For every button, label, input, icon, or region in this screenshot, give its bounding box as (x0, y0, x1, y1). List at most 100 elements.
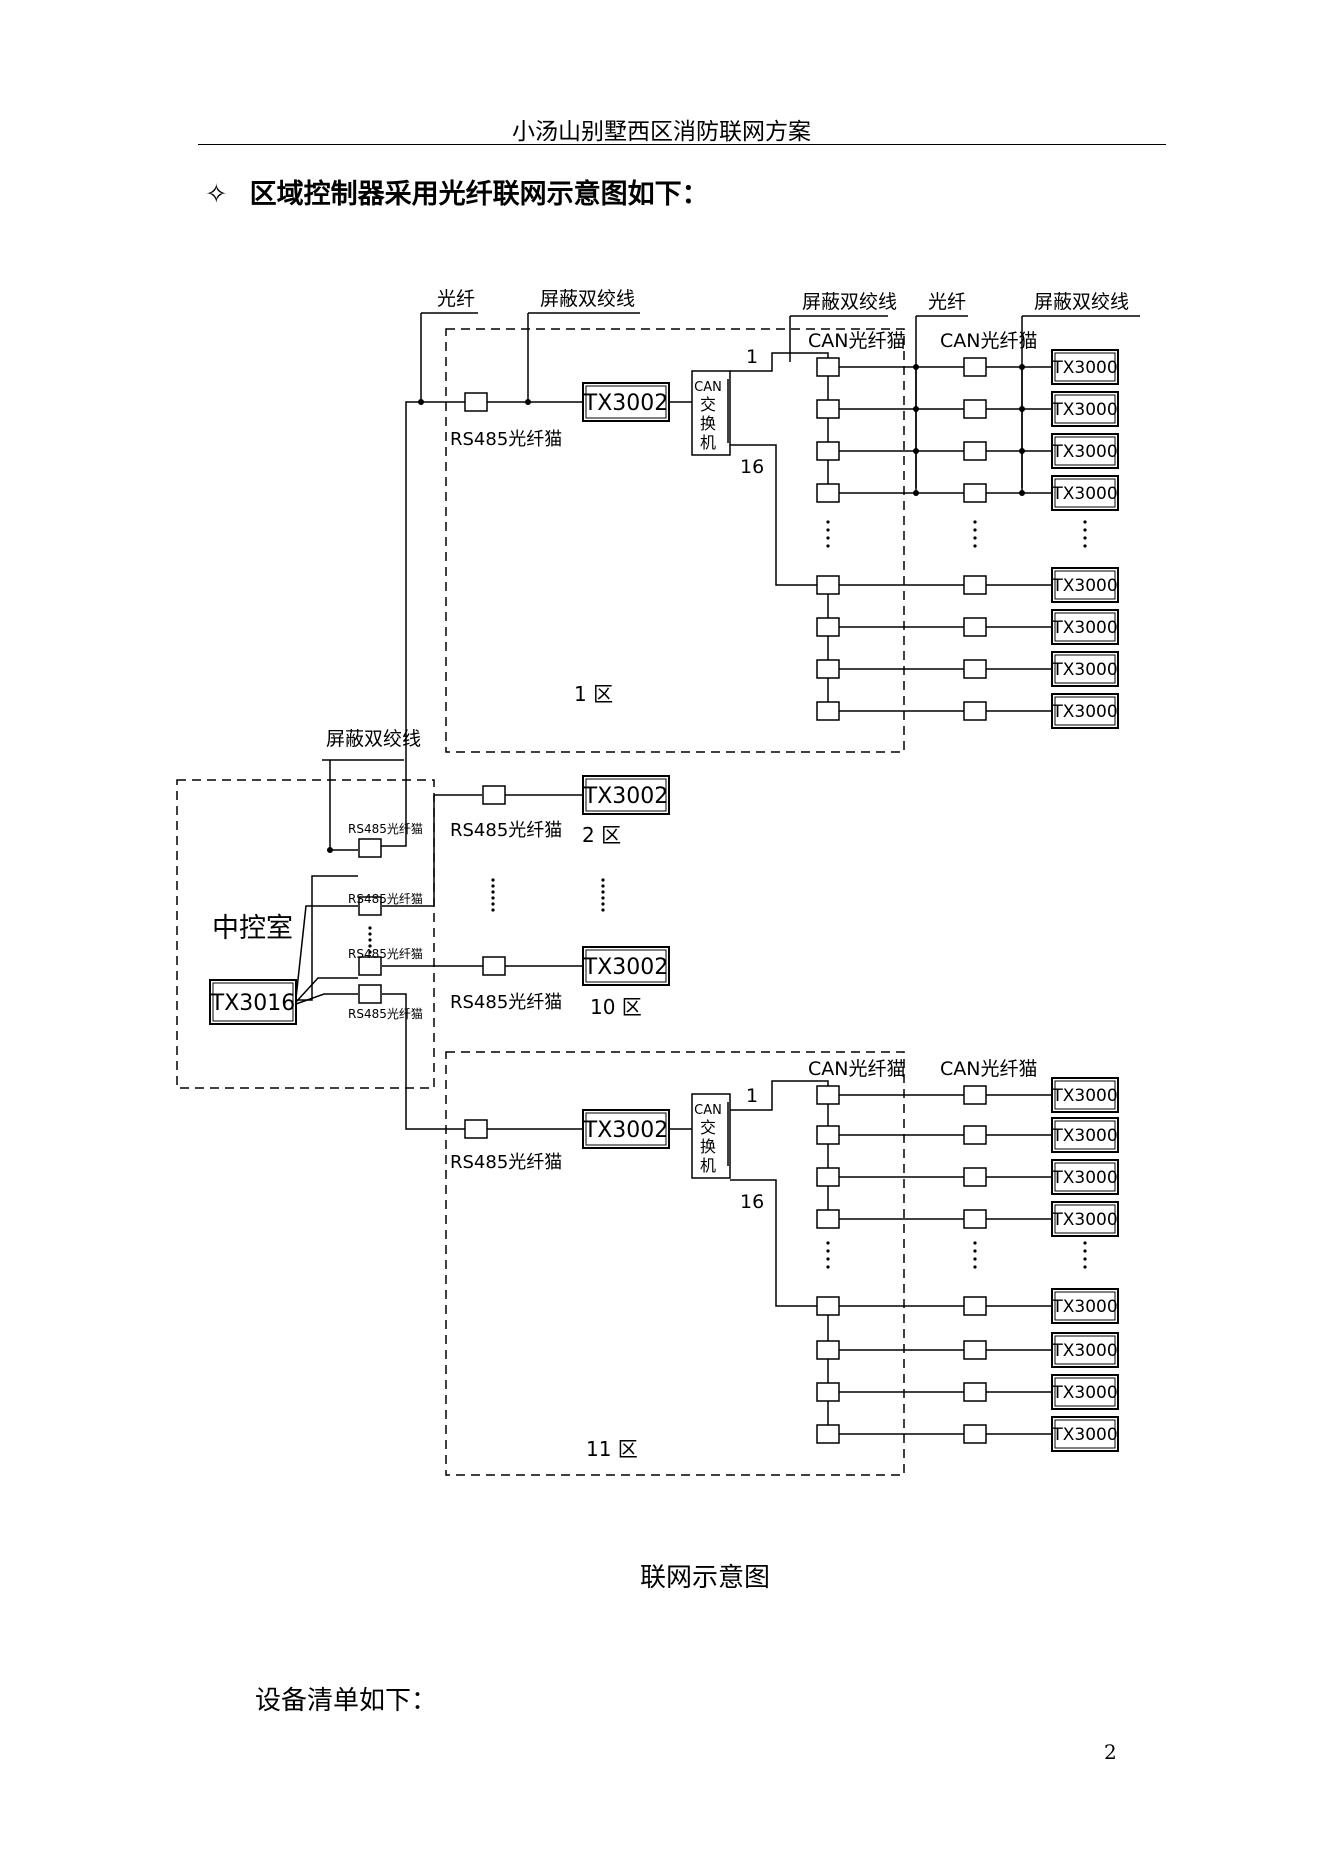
label-stp-top: 屏蔽双绞线 (540, 288, 635, 310)
zone-11-tx3000-3-label: TX3000 (1051, 1210, 1117, 1230)
zone-1-tx3000-1-inner (1054, 394, 1116, 424)
label-zone-10: 10 区 (590, 995, 642, 1019)
trunk-zone-1 (362, 401, 465, 847)
zone-11-ellipsis (973, 1257, 977, 1261)
mid-ellipsis (491, 878, 495, 882)
zone-1-tx3000-6-inner (1054, 654, 1116, 684)
control-rs485-modem-3 (358, 984, 382, 1004)
zone-11-can-switch (691, 1093, 731, 1179)
rs485-modem-zone-11 (464, 1119, 488, 1139)
stp-leader-drop-4 (329, 760, 358, 851)
zone-11-tx3000-6 (1051, 1374, 1119, 1410)
label-zone-1: 1 区 (574, 682, 613, 706)
label-control-room: 中控室 (212, 913, 293, 944)
zone-1-ellipsis (1083, 520, 1087, 524)
zone-11-ellipsis (826, 1249, 830, 1253)
zone-1-tx3000-5 (1051, 609, 1119, 645)
zone-1-tx3000-1 (1051, 391, 1119, 427)
tx3016-central-label: TX3016 (210, 991, 296, 1016)
control-ellipsis (368, 938, 372, 942)
zone-1-tx3000-0-label: TX3000 (1051, 358, 1117, 378)
zone-11-can-modem-a-7 (816, 1424, 840, 1444)
control-rs485-modem-2 (358, 956, 382, 976)
zone-1-tx3000-6 (1051, 651, 1119, 687)
zone-11-tx3000-1-inner (1054, 1120, 1116, 1150)
control-room-boundary (176, 779, 435, 1089)
zone-1-tx3000-5-label: TX3000 (1051, 618, 1117, 638)
zone-1-ellipsis (973, 520, 977, 524)
zone-11-tx3000-5-label: TX3000 (1051, 1341, 1117, 1361)
figure-caption: 联网示意图 (639, 1563, 770, 1593)
label-rs485-cr-3: RS485光纤猫 (348, 947, 423, 961)
zone-1-can-switch-label-1: 交 (700, 395, 716, 414)
zone-11-can-modem-a-0 (816, 1085, 840, 1105)
zone-1-boundary (445, 328, 905, 753)
tx3002-zone-1-inner (585, 385, 667, 419)
mid-ellipsis (491, 884, 495, 888)
zone-1-tx3000-0 (1051, 349, 1119, 385)
zone-11-can-modem-a-2 (816, 1167, 840, 1187)
tx3002-zone-2-inner (585, 778, 667, 812)
mid-ellipsis (601, 902, 605, 906)
zone-1-can-modem-a-2 (816, 441, 840, 461)
zone-1-tx3000-7 (1051, 693, 1119, 729)
trunk-zone-11 (382, 993, 465, 1130)
zone-1-branch-bottom (730, 444, 818, 586)
zone-11-port-1: 1 (746, 1085, 758, 1107)
control-ellipsis (368, 932, 372, 936)
tx3002-zone-1-label: TX3002 (583, 391, 669, 416)
zone-11-can-modem-b-2 (963, 1167, 987, 1187)
zone-1-can-modem-b-5 (963, 617, 987, 637)
zone-1-can-switch-label-2: 换 (700, 414, 716, 433)
rs485-modem-zone-10 (482, 956, 506, 976)
label-stp-right-1: 屏蔽双绞线 (802, 291, 897, 313)
header-title: 小汤山别墅西区消防联网方案 (512, 119, 811, 145)
zone-11-can-modem-b-6 (963, 1382, 987, 1402)
zone-11-ellipsis (1083, 1265, 1087, 1269)
mid-ellipsis (491, 902, 495, 906)
zone-11-can-modem-b-5 (963, 1340, 987, 1360)
zone-1-can-modem-b-2 (963, 441, 987, 461)
zone-11-tx3000-5 (1051, 1332, 1119, 1368)
zone-1-can-switch-label-3: 机 (700, 433, 716, 452)
cr-wire-4 (295, 905, 358, 999)
zone-11-tx3000-0 (1051, 1077, 1119, 1113)
zone-1-tx3000-5-inner (1054, 612, 1116, 642)
zone-1-tx3000-3 (1051, 475, 1119, 511)
zone-11-tx3000-4 (1051, 1288, 1119, 1324)
zone-11-tx3000-0-inner (1054, 1080, 1116, 1110)
control-ellipsis (368, 944, 372, 948)
header-rule (198, 144, 1166, 145)
tx3016-central-inner (212, 982, 294, 1022)
zone-11-can-modem-a-6 (816, 1382, 840, 1402)
zone-1-can-modem-a-3 (816, 483, 840, 503)
zone-1-tx3000-2 (1051, 433, 1119, 469)
zone-1-ellipsis (973, 536, 977, 540)
zone-11-ellipsis (973, 1249, 977, 1253)
zone-11-port-16: 16 (740, 1191, 764, 1213)
zone-1-tx3000-7-inner (1054, 696, 1116, 726)
tx3002-zone-10 (582, 946, 670, 986)
label-stp-control-room: 屏蔽双绞线 (326, 728, 421, 750)
zone-11-tx3000-6-inner (1054, 1377, 1116, 1407)
zone-1-tx3000-4-inner (1054, 570, 1116, 600)
label-rs485-cr-2: RS485光纤猫 (348, 892, 423, 906)
zone-11-ellipsis (973, 1265, 977, 1269)
zone-1-ellipsis (973, 544, 977, 548)
zone-1-tx3000-2-inner (1054, 436, 1116, 466)
label-rs485-zone-11: RS485光纤猫 (450, 1152, 562, 1173)
zone-1-tx3000-3-inner (1054, 478, 1116, 508)
zone-11-tx3000-1-label: TX3000 (1051, 1126, 1117, 1146)
zone-1-port-1: 1 (746, 346, 758, 368)
label-rs485-cr-4: RS485光纤猫 (348, 1007, 423, 1021)
zone-1-label-can-modem-2: CAN光纤猫 (940, 330, 1037, 352)
mid-ellipsis (491, 890, 495, 894)
zone-1-can-modem-b-0 (963, 357, 987, 377)
zone-1-can-modem-a-4 (816, 575, 840, 595)
label-zone-11: 11 区 (586, 1437, 638, 1461)
diamond-bullet-icon: ✧ (205, 179, 228, 210)
zone-11-can-modem-a-5 (816, 1340, 840, 1360)
zone-11-tx3000-7 (1051, 1416, 1119, 1452)
zone-11-can-modem-b-1 (963, 1125, 987, 1145)
